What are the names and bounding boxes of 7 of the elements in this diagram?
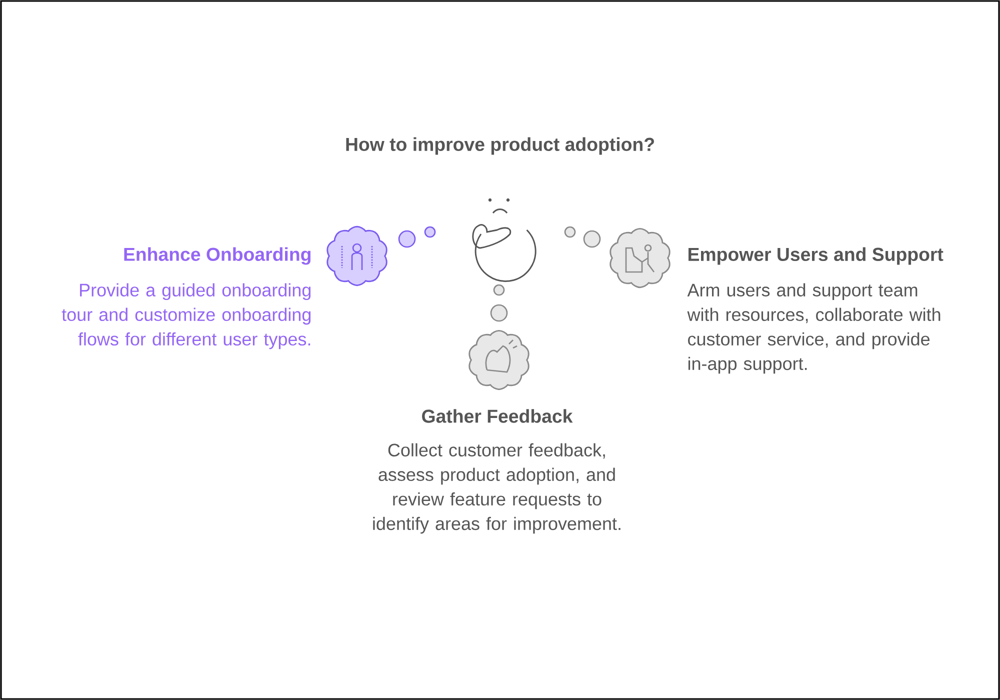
heading: Enhance Onboarding: [124, 247, 310, 265]
description: Collect customer feedback, assess product adoption, and review feature requests to identify areas for improvement.: [373, 443, 620, 534]
description: Provide a guided onboarding tour and customize onboarding flows for different user types.: [62, 283, 310, 350]
title: How to improve product adoption?: [346, 137, 654, 155]
heading: Empower Users and Support: [688, 247, 944, 265]
heading: Gather Feedback: [422, 409, 573, 423]
description: Arm users and support team with resources, collaborate with customer service, and provide in-app support.: [687, 283, 940, 374]
